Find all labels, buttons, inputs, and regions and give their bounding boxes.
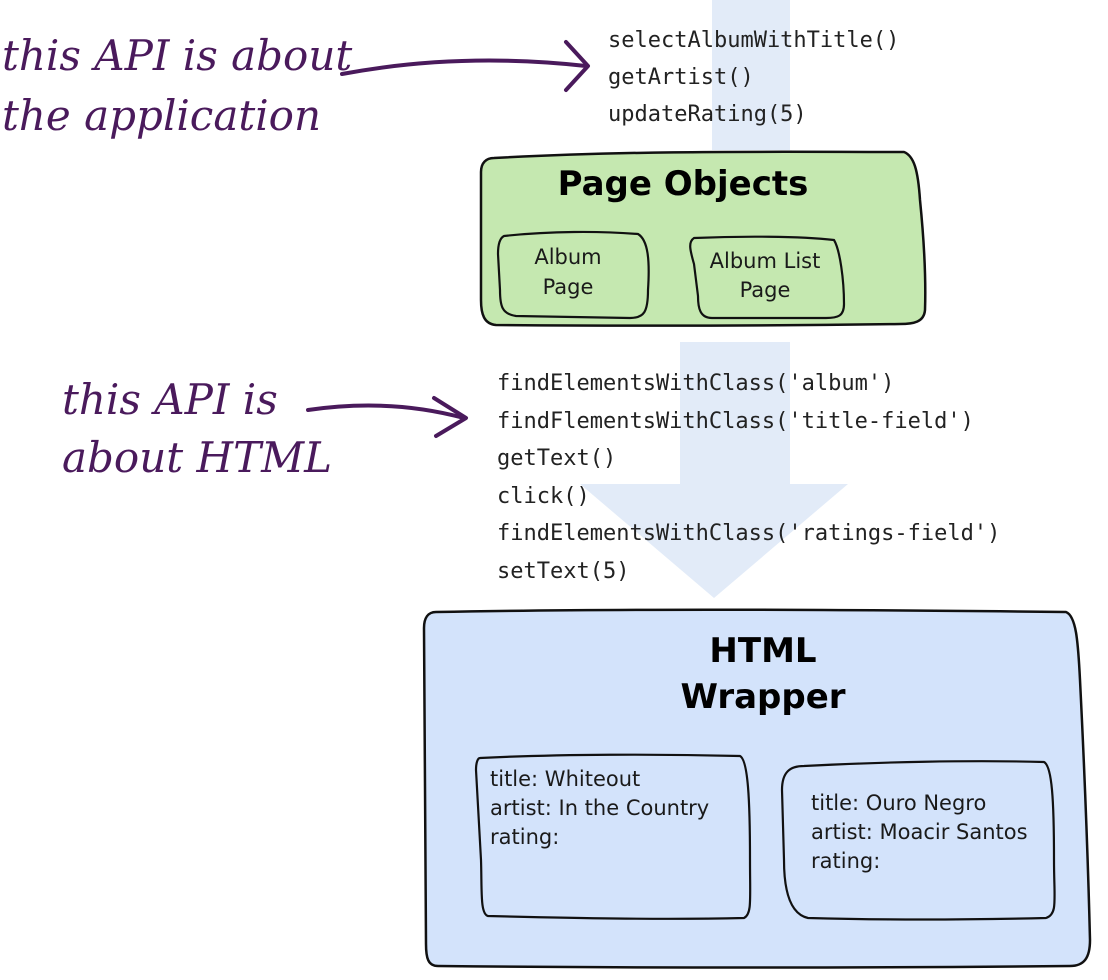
album-card-whiteout: title: Whiteout artist: In the Country r…	[474, 753, 752, 920]
album-title: title: Whiteout	[490, 767, 640, 791]
annotation-application-line-2: the application	[2, 91, 321, 140]
bottom-flow-arrow	[580, 342, 848, 598]
application-api-calls: selectAlbumWithTitle() getArtist() updat…	[608, 28, 899, 127]
album-artist: artist: Moacir Santos	[811, 820, 1028, 844]
api-call: getArtist()	[608, 65, 754, 90]
album-page-label-line-1: Album	[534, 245, 601, 269]
album-list-page-label-line-2: Page	[740, 278, 791, 302]
annotation-html-line-1: this API is	[62, 375, 278, 424]
html-wrapper-title-line-2: Wrapper	[680, 677, 845, 717]
annotation-application: this API is about the application	[2, 31, 352, 140]
page-objects-box: Page Objects Album Page Album List Page	[479, 150, 927, 327]
api-call: findFlementsWithClass('title-field')	[497, 409, 974, 434]
annotation-html-arrow	[306, 396, 468, 438]
album-list-page-label-line-1: Album List	[710, 249, 821, 273]
top-flow-arrow	[712, 0, 790, 150]
api-call: updateRating(5)	[608, 102, 807, 127]
album-rating: rating:	[490, 825, 559, 849]
api-call: setText(5)	[497, 559, 629, 584]
album-page-label-line-2: Page	[543, 275, 594, 299]
api-call: getText()	[497, 446, 616, 471]
annotation-html-line-2: about HTML	[62, 433, 332, 482]
album-rating: rating:	[811, 849, 880, 873]
album-list-page-box: Album List Page	[689, 235, 846, 320]
api-call: findElementsWithClass('ratings-field')	[497, 521, 1000, 546]
api-call: findElementsWithClass('album')	[497, 371, 894, 396]
annotation-application-arrow	[340, 40, 590, 92]
html-wrapper-box: HTML Wrapper title: Whiteout artist: In …	[422, 608, 1092, 969]
album-artist: artist: In the Country	[490, 796, 709, 820]
annotation-html: this API is about HTML	[62, 375, 332, 482]
html-wrapper-title-line-1: HTML	[709, 631, 816, 671]
album-page-box: Album Page	[496, 230, 650, 320]
api-call: click()	[497, 484, 590, 509]
api-call: selectAlbumWithTitle()	[608, 28, 899, 53]
album-title: title: Ouro Negro	[811, 791, 986, 815]
page-objects-title: Page Objects	[558, 164, 809, 204]
html-api-calls: findElementsWithClass('album') findFleme…	[497, 371, 1000, 584]
annotation-application-line-1: this API is about	[2, 31, 352, 80]
album-card-ouro-negro: title: Ouro Negro artist: Moacir Santos …	[780, 760, 1056, 921]
